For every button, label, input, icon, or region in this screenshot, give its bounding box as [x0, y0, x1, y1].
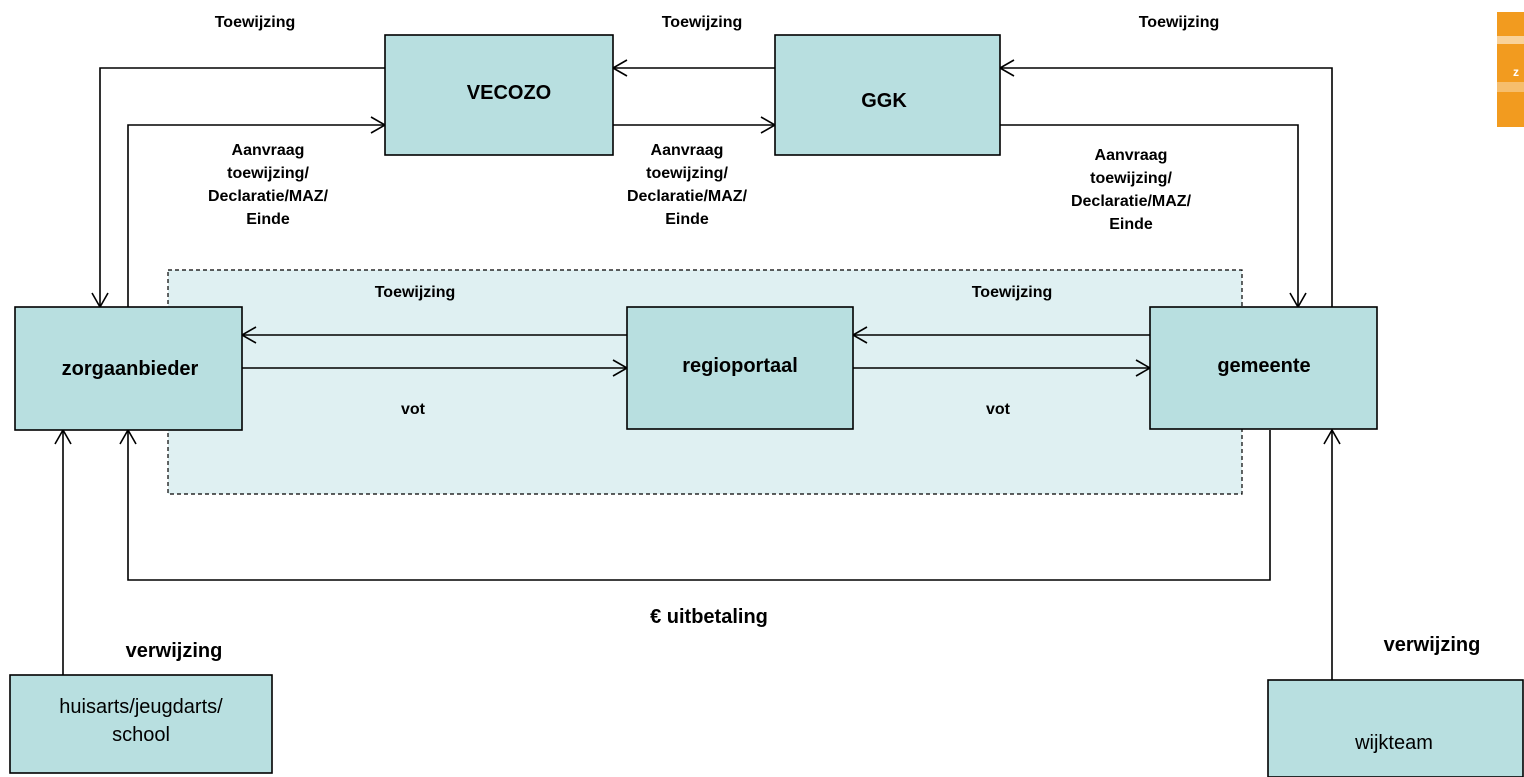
label-aanvraag-left: Aanvraag toewijzing/ Declaratie/MAZ/ Ein… — [208, 142, 329, 228]
svg-text:Declaratie/MAZ/: Declaratie/MAZ/ — [208, 188, 329, 205]
node-ggk: GGK — [774, 34, 1001, 156]
logo: z — [1497, 12, 1524, 127]
logo-letter: z — [1513, 65, 1519, 79]
label-verwijzing-left: verwijzing — [126, 640, 223, 662]
huisarts-label-line2: school — [112, 724, 170, 746]
label-vot-right: vot — [986, 401, 1011, 418]
huisarts-label-line1: huisarts/jeugdarts/ — [59, 696, 223, 718]
svg-text:Aanvraag: Aanvraag — [1095, 147, 1168, 164]
label-toewijzing-regioportaal-zorgaanbieder: Toewijzing — [375, 284, 456, 301]
regioportaal-label: regioportaal — [682, 355, 798, 377]
node-zorgaanbieder: zorgaanbieder — [14, 306, 243, 431]
label-vot-left: vot — [401, 401, 426, 418]
svg-text:Aanvraag: Aanvraag — [232, 142, 305, 159]
node-gemeente: gemeente — [1149, 306, 1378, 430]
svg-text:toewijzing/: toewijzing/ — [1090, 170, 1172, 187]
svg-text:Declaratie/MAZ/: Declaratie/MAZ/ — [627, 188, 748, 205]
svg-text:Einde: Einde — [665, 211, 709, 228]
svg-text:Declaratie/MAZ/: Declaratie/MAZ/ — [1071, 193, 1192, 210]
label-toewijzing-gemeente-ggk: Toewijzing — [1139, 14, 1220, 31]
label-toewijzing-vecozo-zorgaanbieder: Toewijzing — [215, 14, 296, 31]
svg-text:toewijzing/: toewijzing/ — [646, 165, 728, 182]
vecozo-label: VECOZO — [467, 82, 551, 104]
label-verwijzing-right: verwijzing — [1384, 634, 1481, 656]
wijkteam-label: wijkteam — [1354, 732, 1433, 754]
gemeente-label: gemeente — [1217, 355, 1310, 377]
svg-text:Einde: Einde — [1109, 216, 1153, 233]
svg-text:toewijzing/: toewijzing/ — [227, 165, 309, 182]
zorgaanbieder-label: zorgaanbieder — [62, 358, 199, 380]
node-wijkteam: wijkteam — [1267, 679, 1524, 777]
node-vecozo: VECOZO — [384, 34, 614, 156]
svg-text:Einde: Einde — [246, 211, 290, 228]
svg-text:Aanvraag: Aanvraag — [651, 142, 724, 159]
ggk-label: GGK — [861, 90, 907, 112]
label-aanvraag-right: Aanvraag toewijzing/ Declaratie/MAZ/ Ein… — [1071, 147, 1192, 233]
label-toewijzing-ggk-vecozo: Toewijzing — [662, 14, 743, 31]
label-aanvraag-middle: Aanvraag toewijzing/ Declaratie/MAZ/ Ein… — [627, 142, 748, 228]
node-huisarts: huisarts/jeugdarts/ school — [9, 674, 273, 774]
connectors — [62, 67, 1333, 680]
node-regioportaal: regioportaal — [626, 306, 854, 430]
label-uitbetaling: € uitbetaling — [650, 606, 768, 628]
label-toewijzing-gemeente-regioportaal: Toewijzing — [972, 284, 1053, 301]
